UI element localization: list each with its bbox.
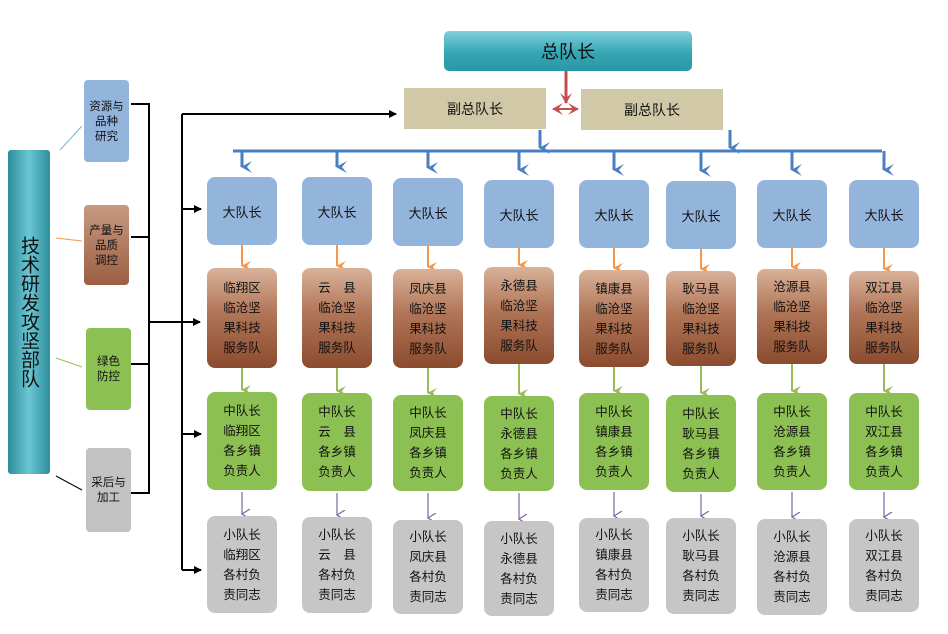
squad-leader-box-3: 小队长 凤庆县 各村负 责同志 — [393, 520, 463, 614]
category-yield-quality: 产量与 品质 调控 — [84, 205, 129, 285]
side-to-postharvest-arrow — [55, 475, 83, 491]
squad-leader-box-4: 小队长 永德县 各村负 责同志 — [484, 521, 554, 616]
category-bracket — [131, 103, 150, 494]
mid-leader-box-2: 中队长 云 县 各乡镇 负责人 — [302, 393, 372, 491]
chief-leader-box: 总队长 — [444, 31, 692, 71]
captain-box-7: 大队长 — [757, 180, 827, 248]
mid-leader-box-4: 中队长 永德县 各乡镇 负责人 — [484, 396, 554, 491]
captain-box-3: 大队长 — [393, 178, 463, 246]
side-to-resource-arrow — [59, 125, 83, 151]
captain-box-8: 大队长 — [849, 180, 919, 248]
captain-box-5: 大队长 — [579, 180, 649, 248]
county-team-box-1: 临翔区 临沧坚 果科技 服务队 — [207, 268, 277, 368]
county-team-box-3: 凤庆县 临沧坚 果科技 服务队 — [393, 269, 463, 368]
category-post-harvest: 采后与 加工 — [86, 448, 131, 532]
side-label: 技术研发攻坚部队 — [8, 150, 50, 474]
county-team-box-4: 永德县 临沧坚 果科技 服务队 — [484, 267, 554, 364]
deputy-leader-box-2: 副总队长 — [581, 89, 723, 130]
captain-box-6: 大队长 — [666, 181, 736, 249]
squad-leader-box-1: 小队长 临翔区 各村负 责同志 — [207, 516, 277, 613]
mid-leader-box-1: 中队长 临翔区 各乡镇 负责人 — [207, 392, 277, 490]
county-team-box-7: 沧源县 临沧坚 果科技 服务队 — [757, 269, 827, 364]
side-to-green-arrow — [55, 357, 83, 368]
category-resource-variety: 资源与 品种 研究 — [84, 80, 129, 162]
squad-leader-box-7: 小队长 沧源县 各村负 责同志 — [757, 519, 827, 615]
mid-leader-box-8: 中队长 双江县 各乡镇 负责人 — [849, 393, 919, 490]
mid-leader-box-3: 中队长 凤庆县 各乡镇 负责人 — [393, 395, 463, 491]
captain-box-1: 大队长 — [207, 177, 277, 245]
squad-leader-box-8: 小队长 双江县 各村负 责同志 — [849, 519, 919, 612]
squad-leader-box-2: 小队长 云 县 各村负 责同志 — [302, 517, 372, 613]
deputy-leader-box-1: 副总队长 — [404, 88, 546, 129]
captain-box-2: 大队长 — [302, 177, 372, 245]
county-team-box-8: 双江县 临沧坚 果科技 服务队 — [849, 271, 919, 364]
category-green-control: 绿色 防控 — [86, 328, 131, 410]
squad-leader-box-5: 小队长 镇康县 各村负 责同志 — [579, 518, 649, 612]
squad-leader-box-6: 小队长 耿马县 各村负 责同志 — [666, 518, 736, 614]
mid-leader-box-7: 中队长 沧源县 各乡镇 负责人 — [757, 393, 827, 490]
county-team-box-2: 云 县 临沧坚 果科技 服务队 — [302, 268, 372, 368]
captain-box-4: 大队长 — [484, 180, 554, 248]
county-team-box-6: 耿马县 临沧坚 果科技 服务队 — [666, 271, 736, 366]
side-to-yield-arrow — [55, 237, 83, 242]
mid-leader-box-5: 中队长 镇康县 各乡镇 负责人 — [579, 393, 649, 490]
mid-leader-box-6: 中队长 耿马县 各乡镇 负责人 — [666, 395, 736, 492]
county-team-box-5: 镇康县 临沧坚 果科技 服务队 — [579, 270, 649, 367]
